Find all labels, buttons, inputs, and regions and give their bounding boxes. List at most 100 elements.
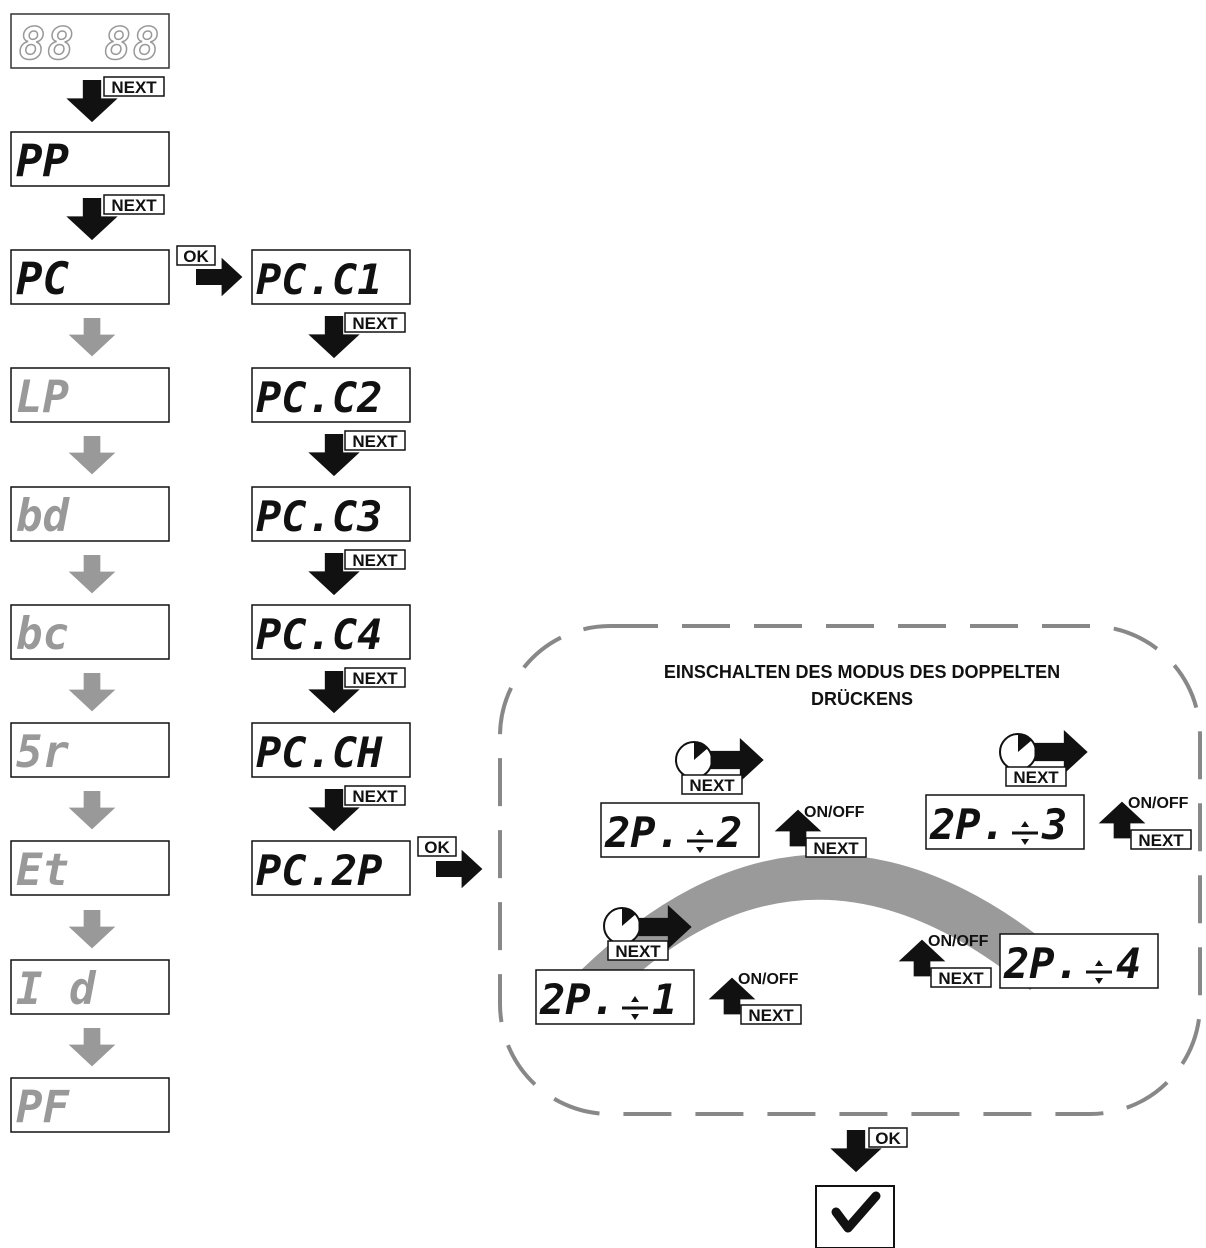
segment-display-text: PC.C3 [256, 492, 382, 541]
pc-submenu-column: PC.C1 NEXT PC.C2 NEXT PC.C3 NEXT PC.C4 [251, 249, 483, 896]
arrow-icon [68, 436, 116, 475]
menu-item-bc: bc [10, 604, 170, 660]
menu-item-all-segments: 88 88 [10, 13, 170, 71]
onoff-next-arrow: ON/OFF NEXT [898, 933, 992, 988]
cycle-band [552, 854, 1068, 1010]
check-icon [831, 1191, 881, 1233]
next-label: NEXT [1013, 768, 1059, 787]
mode-prefix: 2P. [539, 975, 616, 1024]
onoff-label: ON/OFF [738, 971, 799, 988]
blink-indicator-icon [1012, 821, 1038, 845]
onoff-next-arrow: ON/OFF NEXT [774, 804, 867, 858]
blink-indicator-icon [622, 996, 648, 1020]
mode-2p2: 2P. 2 [600, 802, 760, 858]
menu-item-id: I d [10, 959, 170, 1015]
segment-display-text: LP [16, 372, 69, 423]
segment-display-text: PC.C2 [256, 373, 382, 422]
ok-arrow: OK [417, 836, 483, 889]
next-timer-arrow: NEXT [603, 905, 692, 961]
arrow-icon [68, 318, 116, 357]
ok-confirm-arrow: OK [830, 1127, 908, 1173]
arrow-icon [68, 791, 116, 830]
mode-digit: 1 [652, 975, 677, 1024]
blink-indicator-icon [687, 829, 713, 853]
panel-title-line2: DRÜCKENS [811, 689, 913, 709]
segment-display-text: PC.CH [256, 728, 383, 777]
onoff-next-arrow: ON/OFF NEXT [1098, 795, 1192, 850]
next-arrow: NEXT [308, 430, 406, 477]
next-label: NEXT [352, 669, 398, 688]
next-label: NEXT [352, 787, 398, 806]
submenu-item-pc-2p: PC.2P [251, 840, 411, 896]
mode-prefix: 2P. [1003, 939, 1080, 988]
next-arrow: NEXT [308, 785, 406, 832]
segment-display-text: 88 88 [19, 19, 161, 70]
menu-item-et: Et [10, 840, 170, 896]
next-arrow: NEXT [308, 549, 406, 596]
segment-display-text: PC.C4 [256, 610, 382, 659]
menu-item-pp: PP [10, 131, 170, 187]
mode-2p4: 2P. 4 [999, 933, 1159, 989]
menu-item-pf: PF [10, 1077, 170, 1133]
blink-indicator-icon [1086, 960, 1112, 984]
segment-display-text: PC [16, 254, 69, 305]
ok-label: OK [183, 247, 209, 266]
next-arrow: NEXT [66, 194, 165, 241]
menu-item-sr: 5r [10, 722, 170, 778]
dashed-frame [498, 624, 1202, 1116]
next-label: NEXT [111, 196, 157, 215]
onoff-label: ON/OFF [928, 933, 989, 950]
next-label: NEXT [615, 942, 661, 961]
next-label: NEXT [813, 839, 859, 858]
segment-display-text: bd [16, 491, 70, 542]
next-label: NEXT [1138, 831, 1184, 850]
next-timer-arrow: NEXT [999, 730, 1088, 787]
onoff-next-arrow: ON/OFF NEXT [708, 971, 802, 1025]
mode-prefix: 2P. [929, 800, 1006, 849]
next-label: NEXT [111, 78, 157, 97]
menu-item-bd: bd [10, 486, 170, 542]
next-label: NEXT [938, 969, 984, 988]
ok-arrow: OK [176, 245, 243, 297]
segment-display-text: I d [16, 964, 97, 1015]
submenu-item-pc-c2: PC.C2 [251, 367, 411, 423]
next-label: NEXT [352, 551, 398, 570]
submenu-item-pc-c1: PC.C1 [251, 249, 411, 305]
arrow-icon [68, 910, 116, 949]
onoff-label: ON/OFF [1128, 795, 1189, 812]
next-arrow: NEXT [308, 667, 406, 714]
double-press-mode-panel: EINSCHALTEN DES MODUS DES DOPPELTEN DRÜC… [498, 624, 1202, 1116]
ok-label: OK [424, 838, 450, 857]
menu-item-lp: LP [10, 367, 170, 423]
arrow-icon [68, 673, 116, 712]
mode-digit: 3 [1041, 800, 1067, 849]
submenu-item-pc-c4: PC.C4 [251, 604, 411, 660]
arrow-icon [68, 1028, 116, 1067]
submenu-item-pc-c3: PC.C3 [251, 486, 411, 542]
segment-display-text: 5r [16, 727, 69, 778]
next-arrow: NEXT [308, 312, 406, 359]
segment-display-text: PC.2P [256, 846, 382, 895]
segment-display-text: bc [16, 609, 69, 660]
segment-display-text: PP [16, 136, 69, 187]
next-label: NEXT [748, 1006, 794, 1025]
segment-display-text: Et [16, 845, 69, 896]
mode-2p1: 2P. 1 [535, 969, 695, 1025]
ok-label: OK [875, 1129, 901, 1148]
main-menu-column: 88 88 NEXT PP NEXT PC OK [10, 13, 243, 1133]
mode-2p3: 2P. 3 [925, 794, 1085, 850]
panel-title-line1: EINSCHALTEN DES MODUS DES DOPPELTEN [664, 662, 1060, 682]
next-label: NEXT [352, 432, 398, 451]
segment-display-text: PF [16, 1082, 70, 1133]
arrow-icon [68, 555, 116, 594]
mode-prefix: 2P. [604, 808, 681, 857]
segment-display-text: PC.C1 [256, 255, 382, 304]
submenu-item-pc-ch: PC.CH [251, 722, 411, 778]
next-label: NEXT [689, 776, 735, 795]
confirmation-box [815, 1185, 895, 1248]
mode-digit: 4 [1116, 939, 1141, 988]
next-label: NEXT [352, 314, 398, 333]
next-timer-arrow: NEXT [675, 738, 764, 795]
mode-digit: 2 [716, 808, 742, 857]
